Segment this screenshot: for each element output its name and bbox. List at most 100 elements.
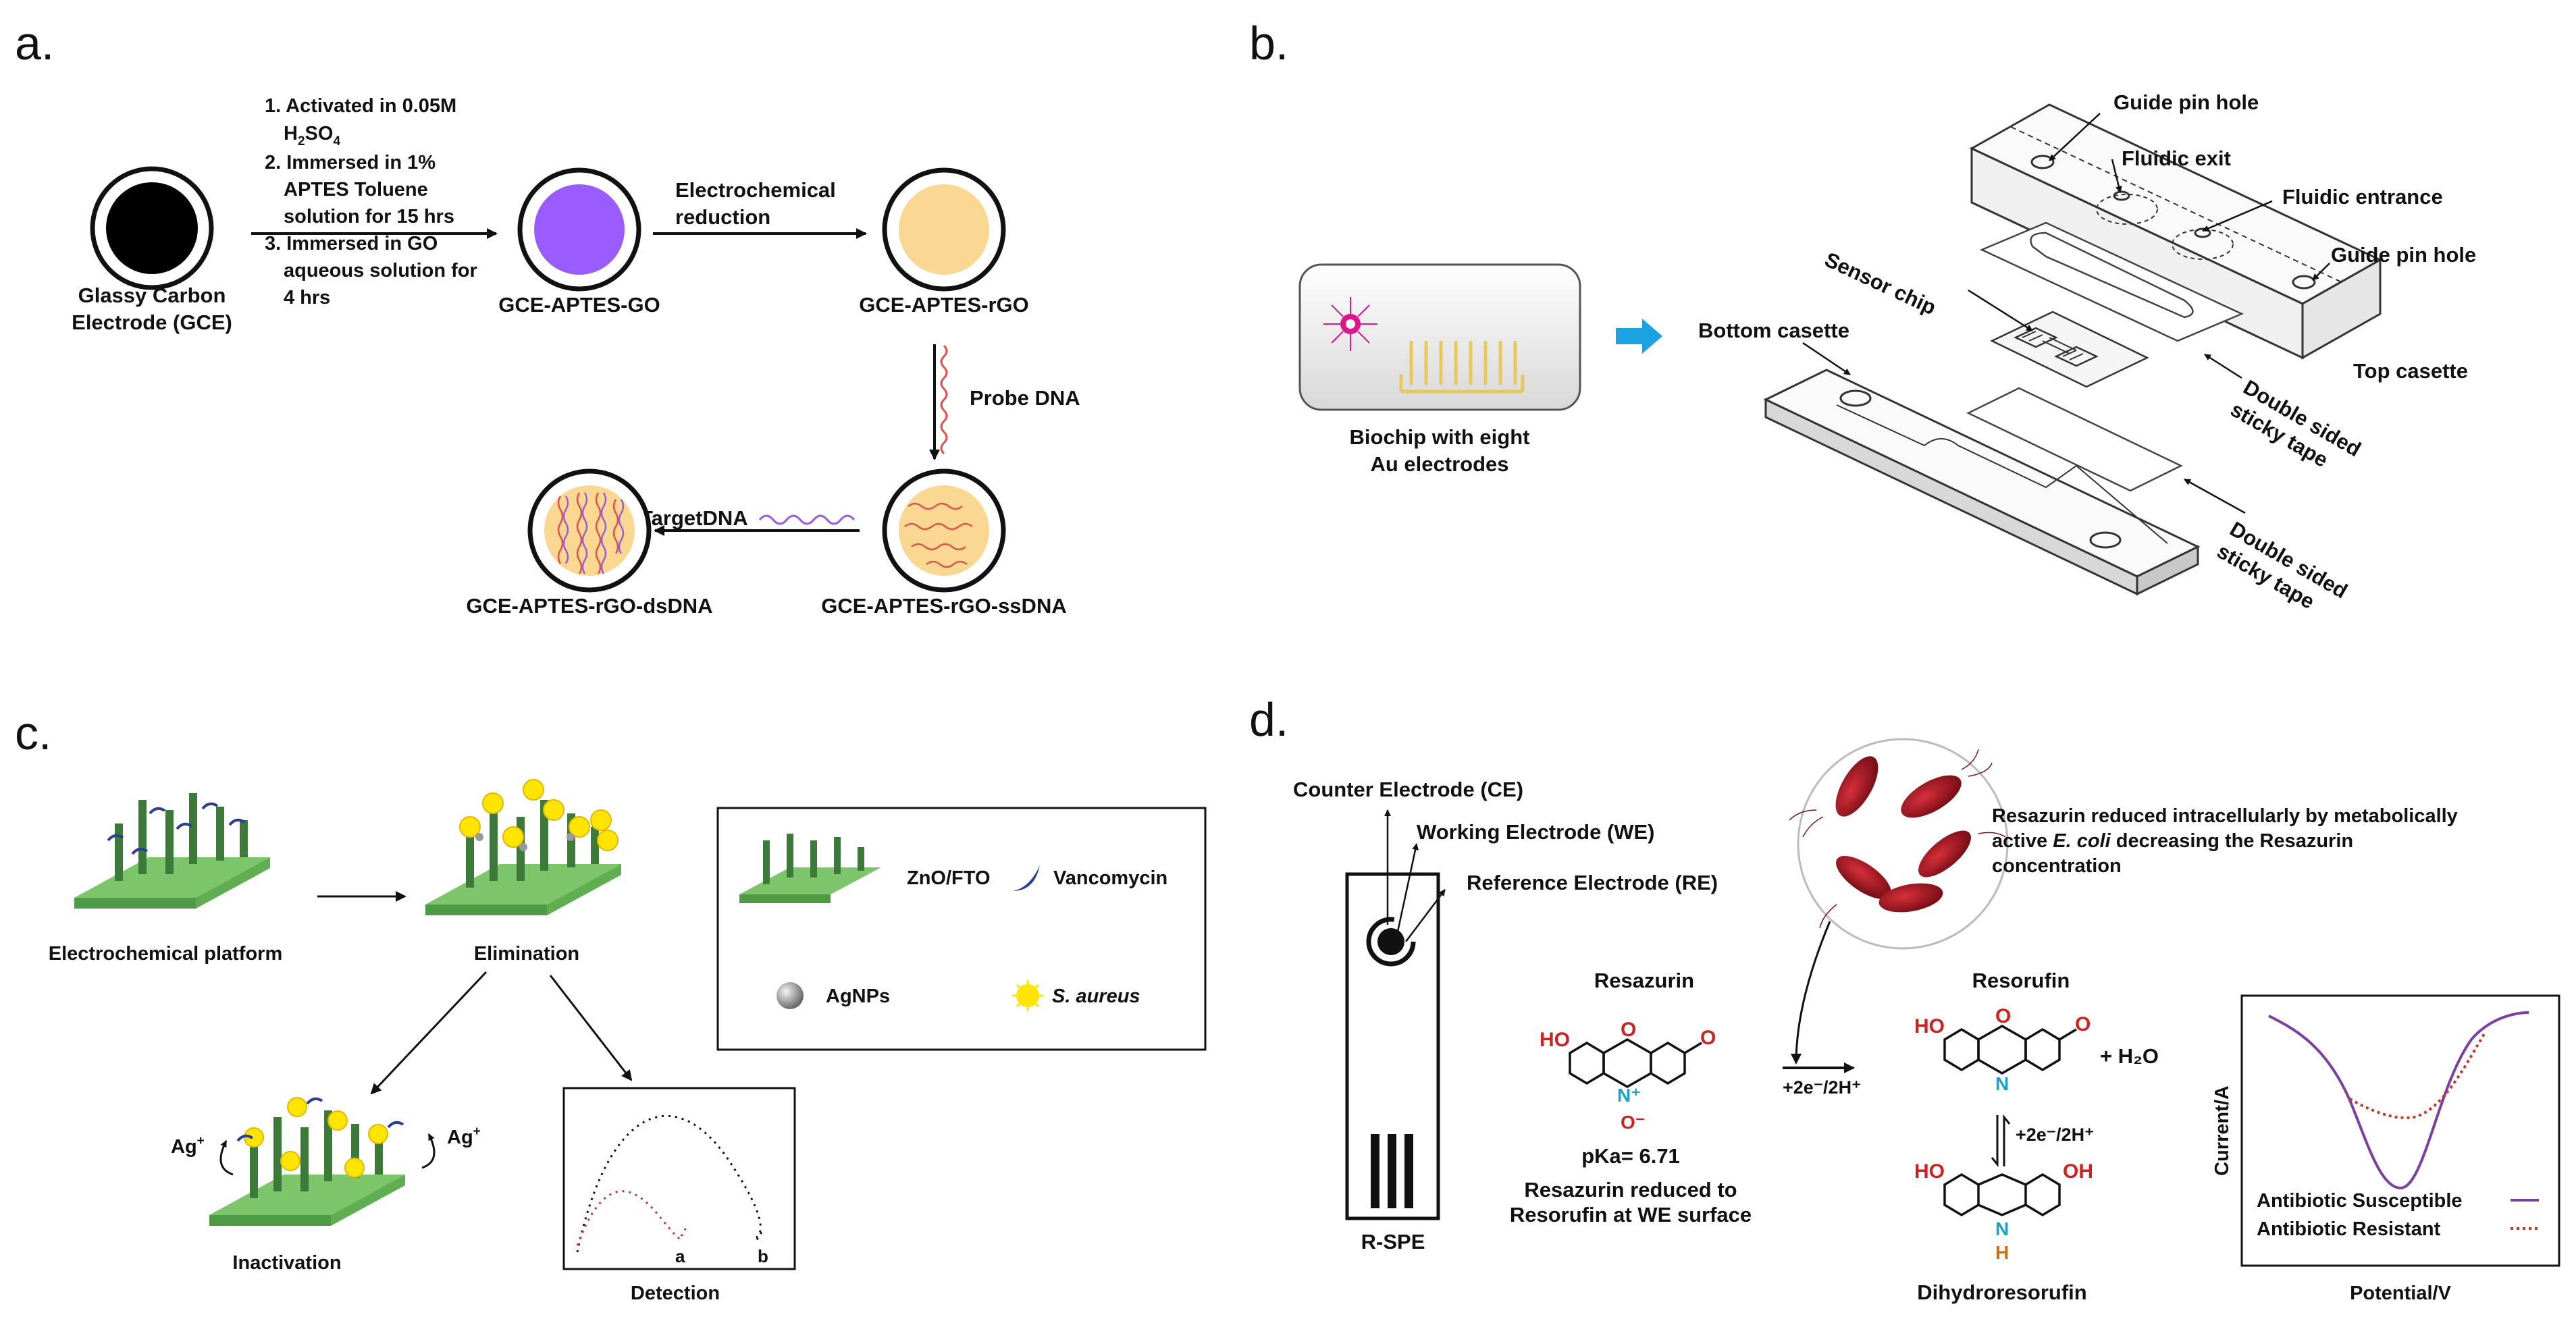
resazurin-o-ketone: O bbox=[1700, 1027, 1716, 1049]
dihydro-oh: OH bbox=[2063, 1160, 2093, 1183]
curve-a-label: a bbox=[675, 1246, 685, 1266]
au-electrodes bbox=[1399, 341, 1525, 394]
working-electrode-label: Working Electrode (WE) bbox=[1417, 820, 1655, 844]
fluidic-entrance-label: Fluidic entrance bbox=[2282, 185, 2443, 209]
step3-text-c: 4 hrs bbox=[284, 287, 330, 308]
go-layer bbox=[534, 184, 625, 275]
sticky-tape-upper bbox=[1979, 221, 2244, 342]
resazurin-ho: HO bbox=[1540, 1029, 1570, 1051]
reduced-text-2: Resorufin at WE surface bbox=[1510, 1203, 1752, 1226]
dihydroresorufin-label: Dihydroresorufin bbox=[1917, 1280, 2086, 1304]
gce-label-1: Glassy Carbon bbox=[78, 284, 226, 307]
legend-zno-label: ZnO/FTO bbox=[907, 867, 991, 889]
resorufin-o-ring: O bbox=[1995, 1005, 2011, 1027]
panel-b-letter: b. bbox=[1249, 17, 1288, 70]
sensor-chip bbox=[1990, 311, 2149, 388]
resazurin-structure bbox=[1569, 1037, 1702, 1089]
step2-text-c: solution for 15 hrs bbox=[284, 206, 454, 227]
sensor-chip-label: Sensor chip bbox=[1821, 248, 1940, 320]
dihydro-ho: HO bbox=[1914, 1160, 1945, 1183]
bacteria-text-3: concentration bbox=[1992, 855, 2122, 877]
guide-pin-hole-1: Guide pin hole bbox=[2113, 90, 2259, 114]
legend-zno-swatch bbox=[739, 834, 881, 903]
target-dna-label: TargetDNA bbox=[640, 506, 748, 530]
legend-susceptible-label: Antibiotic Susceptible bbox=[2257, 1190, 2463, 1212]
inactivation-label: Inactivation bbox=[232, 1252, 341, 1274]
platform-label: Electrochemical platform bbox=[49, 943, 283, 965]
reaction-step-1: +2e⁻/2H⁺ bbox=[1783, 1077, 1861, 1098]
dihydroresorufin-structure bbox=[1943, 1172, 2061, 1217]
probe-dna-strand bbox=[940, 344, 948, 455]
resorufin-structure bbox=[1943, 1024, 2077, 1075]
tape-label-1: Double sided sticky tape bbox=[2227, 375, 2365, 472]
rspe-contacts bbox=[1371, 1134, 1413, 1208]
curve-b-label: b bbox=[758, 1246, 768, 1266]
step1-formula: H2SO4 bbox=[284, 123, 340, 149]
panel-a: a. Glassy Carbon Electrode (GCE) 1. Acti… bbox=[15, 17, 1080, 618]
step2-text-a: 2. Immersed in 1% bbox=[265, 152, 436, 173]
ag-ion-left: Ag+ bbox=[171, 1134, 205, 1158]
arrow-to-detection bbox=[549, 975, 633, 1081]
go-label: GCE-APTES-GO bbox=[498, 293, 660, 317]
bacteria-text-1: Resazurin reduced intracellularly by met… bbox=[1992, 805, 2458, 827]
dsdna-label: GCE-APTES-rGO-dsDNA bbox=[466, 594, 712, 618]
sticky-tape-lower bbox=[1966, 387, 2183, 492]
target-dna-strand bbox=[758, 514, 856, 525]
step2-text-b: APTES Toluene bbox=[284, 179, 428, 200]
rspe-working-electrode bbox=[1377, 928, 1404, 955]
voltammogram-ylabel: Current/A bbox=[2211, 1085, 2233, 1176]
resorufin-ho: HO bbox=[1914, 1015, 1945, 1037]
legend-saureus-icon bbox=[1012, 980, 1043, 1011]
legend-vancomycin-label: Vancomycin bbox=[1053, 867, 1167, 889]
ssdna-strands bbox=[904, 502, 973, 568]
probe-dna-label: Probe DNA bbox=[970, 386, 1080, 410]
biochip-label-1: Biochip with eight bbox=[1350, 425, 1530, 449]
dsdna-strands bbox=[557, 492, 625, 574]
pka-label: pKa= 6.71 bbox=[1581, 1144, 1680, 1168]
biochip-target-dot bbox=[1323, 297, 1377, 351]
voltammogram-xlabel: Potential/V bbox=[2350, 1283, 2452, 1304]
ag-ion-right: Ag+ bbox=[447, 1125, 481, 1148]
rspe-label: R-SPE bbox=[1361, 1230, 1425, 1253]
elimination-platform bbox=[425, 779, 621, 915]
resorufin-label: Resorufin bbox=[1972, 969, 2070, 992]
legend-agnps-icon bbox=[777, 982, 804, 1009]
susceptible-curve bbox=[2268, 1011, 2529, 1190]
ssdna-label: GCE-APTES-rGO-ssDNA bbox=[821, 594, 1066, 618]
ecoli-flagella bbox=[1789, 749, 2006, 929]
rgo-label: GCE-APTES-rGO bbox=[859, 293, 1028, 317]
panel-b: b. Biochip with eight Au electrodes bbox=[1249, 17, 2476, 614]
elimination-label: Elimination bbox=[474, 943, 579, 965]
legend-saureus-label: S. aureus bbox=[1052, 986, 1140, 1007]
gce-label-2: Electrode (GCE) bbox=[72, 311, 232, 334]
resorufin-o-ketone: O bbox=[2075, 1013, 2091, 1035]
detection-box bbox=[562, 1087, 796, 1270]
rgo-layer bbox=[899, 184, 989, 275]
reduced-text-1: Resazurin reduced to bbox=[1524, 1178, 1737, 1202]
rspe-counter-arc bbox=[1366, 917, 1416, 967]
panel-c-letter: c. bbox=[15, 707, 51, 759]
blue-arrow bbox=[1616, 319, 1662, 354]
bottom-casette bbox=[1763, 369, 2201, 596]
panel-b-leaders bbox=[1802, 113, 2330, 514]
top-casette-label: Top casette bbox=[2353, 359, 2468, 383]
ssdna-layer bbox=[899, 485, 989, 576]
dihydro-h: H bbox=[1995, 1242, 2009, 1263]
legend-vancomycin-icon bbox=[1013, 865, 1040, 891]
ecoli-cells bbox=[1835, 756, 1971, 913]
fluidic-exit-label: Fluidic exit bbox=[2122, 146, 2231, 170]
bottom-casette-label: Bottom casette bbox=[1698, 319, 1849, 342]
arrow-bacteria-to-reaction bbox=[1791, 921, 1831, 1064]
resazurin-o-ring: O bbox=[1621, 1019, 1636, 1041]
resorufin-n: N bbox=[1995, 1073, 2009, 1094]
reaction-step-2: +2e⁻/2H⁺ bbox=[2016, 1125, 2094, 1145]
biochip-label-2: Au electrodes bbox=[1370, 452, 1508, 476]
reduction-text-2: reduction bbox=[675, 205, 770, 229]
tape-label-2: Double sided sticky tape bbox=[2213, 517, 2352, 614]
panel-c: c. Electrochemical platform bbox=[15, 707, 1207, 1304]
panel-d-letter: d. bbox=[1249, 693, 1288, 746]
bacteria-text-2: active E. coli decreasing the Resazurin bbox=[1992, 830, 2353, 852]
panel-a-letter: a. bbox=[15, 17, 54, 70]
panel-d: d. R-SPE Counter Electrode (CE) Working … bbox=[1249, 693, 2560, 1304]
